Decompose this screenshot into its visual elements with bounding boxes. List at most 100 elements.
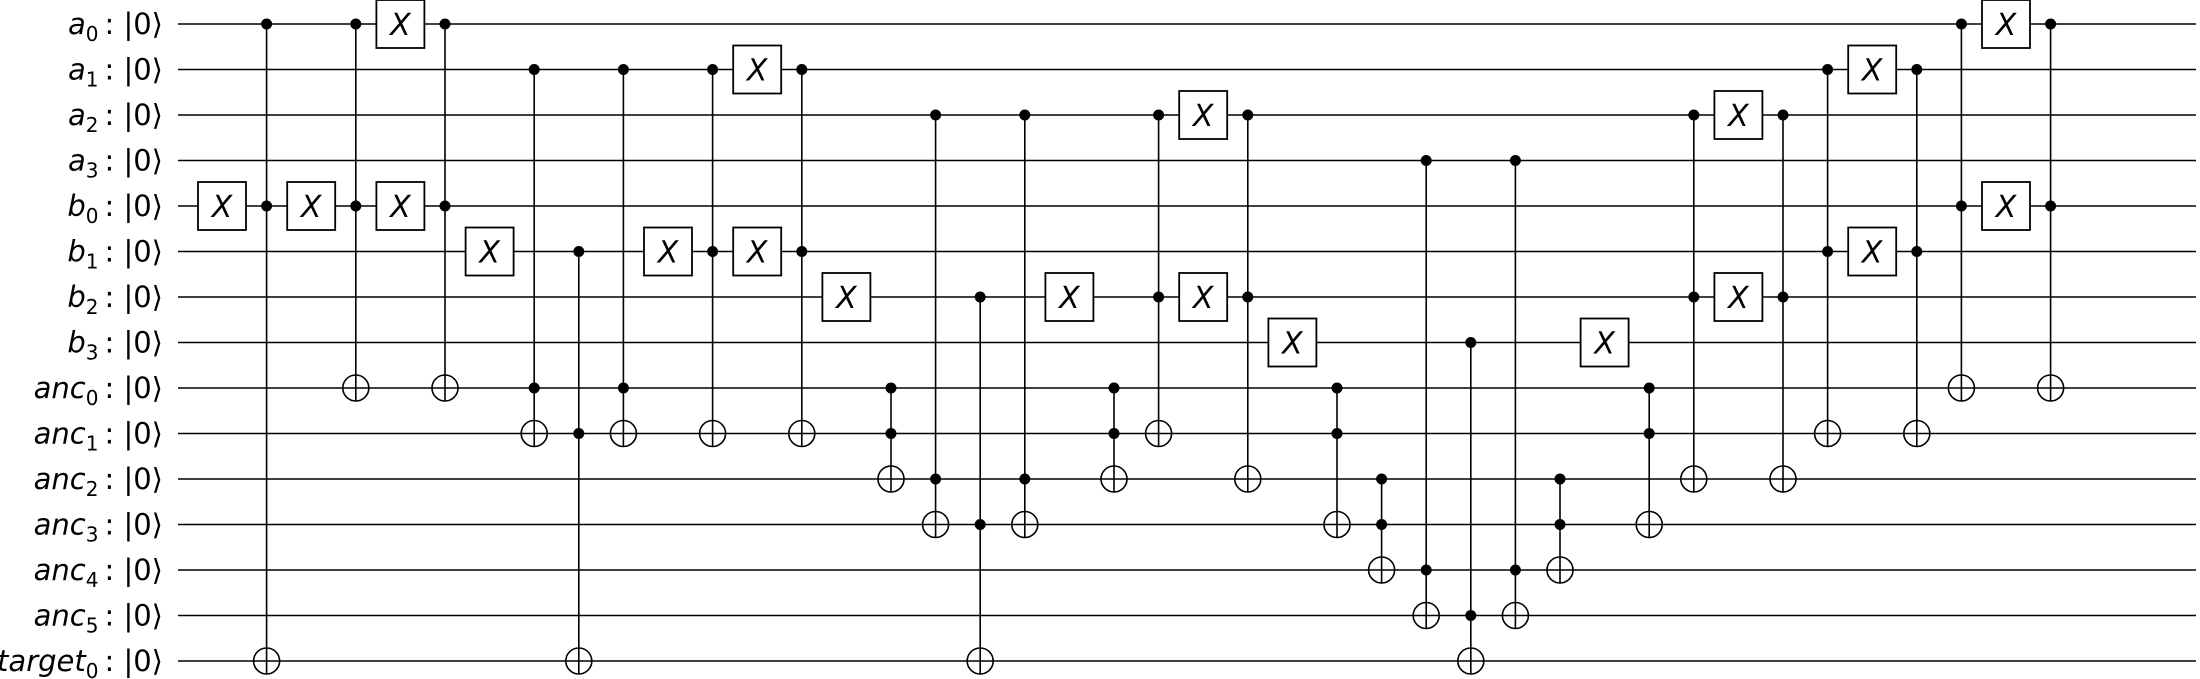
- x-gate-box: [1178, 272, 1229, 322]
- control-dot: [1554, 519, 1566, 530]
- control-dot: [1153, 109, 1165, 121]
- qubit-label: a3: |0⟩: [68, 144, 163, 183]
- x-gate-box: [464, 226, 515, 277]
- x-gate-box: [643, 226, 693, 277]
- control-dot: [930, 109, 942, 121]
- qubit-label-ket: : |0⟩: [104, 553, 163, 587]
- control-dot: [1108, 382, 1120, 394]
- qubit-label-base: a: [68, 98, 86, 132]
- toffoli-gate: [1546, 473, 1574, 584]
- control-dot: [1777, 291, 1789, 303]
- control-dot: [930, 473, 942, 485]
- control-dot: [261, 18, 273, 30]
- x-gate-label: X: [1191, 281, 1215, 316]
- qubit-label: b0: |0⟩: [67, 189, 163, 228]
- qubit-label-subscript: 2: [86, 113, 99, 137]
- control-dot: [796, 246, 808, 257]
- x-gate: X: [1847, 226, 1898, 277]
- control-dot: [1242, 291, 1254, 303]
- toffoli-gate: [564, 246, 593, 675]
- x-gate: X: [1267, 317, 1318, 368]
- qubit-label-ket: : |0⟩: [104, 371, 163, 405]
- qubit-label-base: a: [68, 53, 86, 87]
- control-dot: [1331, 428, 1343, 439]
- toffoli-gate: [1947, 18, 1976, 402]
- qubit-label-base: a: [68, 7, 86, 41]
- qubit-label-subscript: 0: [86, 386, 99, 410]
- qubit-label-ket: : |0⟩: [104, 235, 163, 269]
- toffoli-gate: [1813, 64, 1842, 448]
- x-gate-label: X: [1592, 327, 1616, 362]
- control-dot: [1331, 382, 1343, 394]
- qubit-label-base: anc: [34, 553, 86, 587]
- x-gate-label: X: [1726, 281, 1750, 316]
- toffoli-gate: [698, 64, 727, 448]
- qubit-label-subscript: 2: [86, 295, 99, 319]
- qubit-label: b3: |0⟩: [67, 326, 163, 365]
- x-gate-label: X: [834, 281, 858, 316]
- x-gate: X: [375, 181, 426, 231]
- control-dot: [1465, 337, 1477, 348]
- control-dot: [1153, 291, 1165, 303]
- control-dot: [1376, 519, 1388, 530]
- qubit-label-ket: : |0⟩: [104, 144, 163, 178]
- toffoli-gate: [341, 18, 370, 402]
- toffoli-gate: [921, 109, 950, 539]
- qubit-label-ket: : |0⟩: [104, 462, 163, 496]
- qubit-label-ket: : |0⟩: [104, 7, 163, 41]
- control-dot: [1420, 155, 1432, 166]
- toffoli-gate: [1680, 109, 1708, 493]
- x-gate-label: X: [388, 8, 412, 43]
- x-gate-label: X: [299, 190, 323, 225]
- toffoli-gate: [1144, 109, 1173, 448]
- control-dot: [1822, 64, 1834, 75]
- x-gate-label: X: [388, 190, 412, 225]
- x-gate-label: X: [210, 190, 234, 225]
- x-gate: X: [1713, 90, 1764, 140]
- qubit-label-ket: : |0⟩: [104, 326, 163, 360]
- control-dot: [1420, 564, 1432, 576]
- toffoli-gate: [1903, 64, 1931, 448]
- x-gate-label: X: [1726, 99, 1750, 134]
- control-dot: [1911, 246, 1923, 257]
- control-dot: [707, 246, 719, 257]
- x-gate: X: [286, 181, 337, 231]
- x-gate-box: [286, 181, 337, 231]
- qubit-label-base: b: [67, 326, 85, 360]
- toffoli-gate: [1635, 382, 1663, 539]
- x-gate: X: [1178, 90, 1229, 140]
- qubit-label-ket: : |0⟩: [104, 53, 163, 87]
- qubit-label: b2: |0⟩: [67, 280, 163, 319]
- control-dot: [2045, 200, 2057, 212]
- control-dot: [350, 200, 362, 212]
- control-dot: [1108, 428, 1120, 439]
- qubit-label-ket: : |0⟩: [104, 599, 163, 633]
- qubit-label-subscript: 4: [86, 568, 99, 592]
- x-gate-box: [1044, 272, 1095, 322]
- x-gate: X: [1044, 272, 1095, 322]
- control-dot: [1242, 109, 1254, 121]
- qubit-labels: a0: |0⟩a1: |0⟩a2: |0⟩a3: |0⟩b0: |0⟩b1: |…: [0, 7, 163, 679]
- x-gate-label: X: [1994, 190, 2018, 225]
- control-dot: [707, 64, 719, 75]
- qubit-label-base: anc: [34, 508, 86, 542]
- x-gate: X: [1981, 181, 2031, 231]
- x-gate-label: X: [1191, 99, 1215, 134]
- toffoli-gate: [1323, 382, 1351, 539]
- qubit-label-base: target: [0, 644, 87, 678]
- x-gate-label: X: [745, 54, 769, 89]
- control-dot: [1019, 109, 1031, 121]
- control-dot: [1955, 18, 1967, 30]
- toffoli-gate: [609, 64, 638, 448]
- x-gate: X: [643, 226, 693, 277]
- control-dot: [528, 64, 540, 75]
- toffoli-gate: [877, 382, 905, 493]
- toffoli-gate: [1457, 337, 1485, 675]
- toffoli-gate: [252, 18, 281, 675]
- control-dot: [1688, 291, 1700, 303]
- toffoli-gate: [1234, 109, 1262, 493]
- x-gate: X: [197, 181, 247, 231]
- qubit-label-base: b: [67, 235, 85, 269]
